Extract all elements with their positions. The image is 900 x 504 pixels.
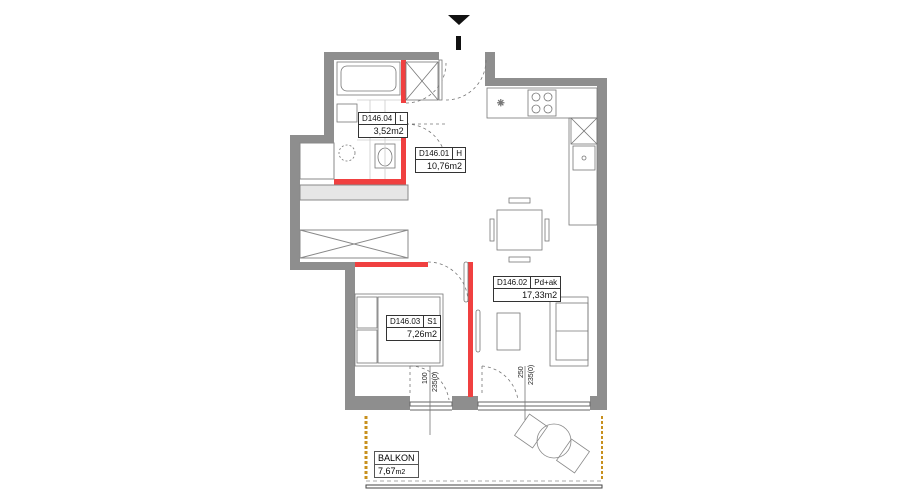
- room-type: L: [396, 113, 407, 125]
- kitchen: ✳: [486, 87, 598, 263]
- room-label-bedroom: D146.03 S1 7,26m2: [386, 315, 442, 341]
- bathtub: [336, 61, 401, 96]
- balcony-chairs: [513, 413, 591, 474]
- room-area: 3,52m2: [373, 126, 404, 136]
- room-label-living: D146.02 Pd+ak 17,33m2: [493, 276, 562, 302]
- dim-living-sill: 250: [518, 366, 525, 378]
- section-arrow-icon: [448, 15, 470, 25]
- coffee-table: [496, 312, 521, 351]
- room-code: D146.02: [494, 277, 532, 289]
- room-area: 17,33m2: [522, 290, 558, 300]
- room-label-hall: D146.01 H 10,76m2: [415, 147, 467, 173]
- shafts: [299, 142, 409, 259]
- room-label-bathroom: D146.04 L 3,52m2: [358, 112, 408, 138]
- dim-living-height: 235(0): [528, 364, 535, 385]
- windows: [409, 401, 591, 411]
- room-type: H: [453, 148, 466, 160]
- dining-table: [496, 209, 543, 251]
- balcony: [364, 413, 603, 489]
- washbasin: [336, 103, 358, 123]
- room-area: 7,26m2: [407, 329, 438, 339]
- balcony-area-unit: m2: [395, 469, 406, 476]
- bed: [354, 293, 444, 367]
- room-code: D146.01: [416, 148, 454, 160]
- outer-walls: [290, 52, 607, 410]
- balcony-label: BALKON 7,67m2: [374, 451, 419, 478]
- room-type: Pd+ak: [531, 277, 561, 289]
- room-code: D146.03: [387, 316, 425, 328]
- balcony-area-value: 7,67: [378, 466, 396, 476]
- svg-text:✳: ✳: [497, 98, 505, 108]
- room-type: S1: [424, 316, 441, 328]
- partition-walls: [334, 60, 473, 397]
- shower: [405, 61, 439, 101]
- washing-machine: [338, 144, 356, 162]
- dim-bedroom-sill: 100: [422, 372, 429, 384]
- room-area: 10,76m2: [427, 161, 463, 171]
- balcony-name: BALKON: [375, 452, 418, 465]
- balcony-area: 7,67m2: [375, 465, 418, 477]
- dim-bedroom-height: 235(0): [432, 371, 439, 392]
- room-code: D146.04: [359, 113, 397, 125]
- living-furniture: [427, 261, 589, 420]
- section-mark-bar: [456, 36, 461, 50]
